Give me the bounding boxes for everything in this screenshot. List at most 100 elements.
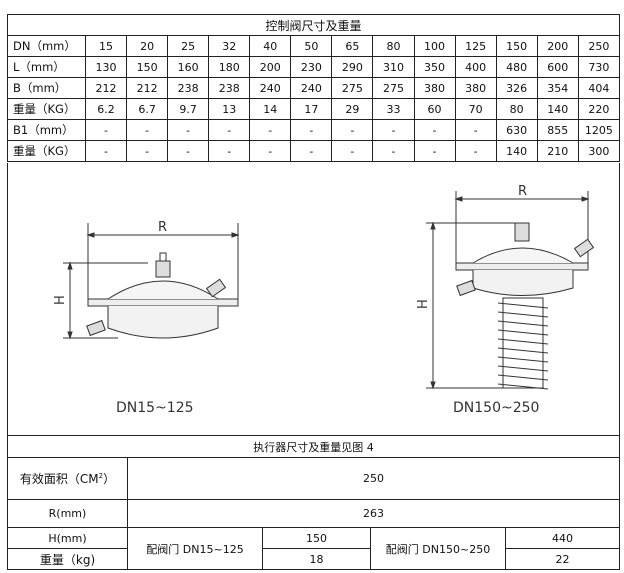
valve-dn15-125-drawing: [63, 223, 240, 340]
spring-coil: [497, 311, 549, 318]
table-cell: 210: [536, 140, 579, 162]
table-cell: 180: [208, 56, 251, 78]
row-label: 重量（KG）: [7, 98, 86, 120]
caption-left: DN15~125: [116, 400, 194, 416]
spring-coil: [497, 347, 549, 354]
valve-drawings: R H R H DN15~125 DN150~250: [7, 163, 620, 435]
table-cell: -: [126, 140, 169, 162]
r-label: R(mm): [7, 499, 128, 528]
table-cell: 250: [577, 35, 621, 57]
table-cell: 140: [536, 98, 579, 120]
table-cell: 380: [454, 77, 497, 99]
table-cell: 15: [84, 35, 128, 57]
table-cell: 17: [290, 98, 333, 120]
spring-coil: [497, 329, 549, 336]
table-cell: 212: [84, 77, 128, 99]
table-cell: -: [290, 119, 333, 141]
table-cell: 350: [413, 56, 456, 78]
spring-coil: [497, 383, 549, 390]
valve-table-title: 控制阀尺寸及重量: [7, 14, 620, 36]
table-cell: 200: [249, 56, 292, 78]
table-cell: 80: [372, 35, 415, 57]
group1-w: 18: [262, 548, 371, 570]
table-cell: 80: [495, 98, 538, 120]
dim-h-right: H: [416, 299, 431, 309]
row-label: L（mm）: [7, 56, 86, 78]
table-cell: -: [208, 119, 251, 141]
table-cell: -: [167, 140, 210, 162]
table-cell: 238: [167, 77, 210, 99]
weight-label: 重量（kg): [7, 548, 128, 570]
table-cell: 160: [167, 56, 210, 78]
table-cell: -: [84, 140, 128, 162]
table-cell: -: [208, 140, 251, 162]
table-cell: 50: [290, 35, 333, 57]
table-cell: 65: [331, 35, 374, 57]
spring-coil: [497, 320, 549, 327]
table-cell: -: [413, 140, 456, 162]
table-cell: 326: [495, 77, 538, 99]
h-label: H(mm): [7, 527, 128, 549]
table-cell: 100: [413, 35, 456, 57]
row-label: B1（mm）: [7, 119, 86, 141]
table-cell: 240: [290, 77, 333, 99]
table-cell: 25: [167, 35, 210, 57]
table-cell: 130: [84, 56, 128, 78]
table-cell: 238: [208, 77, 251, 99]
group2-h: 440: [505, 527, 620, 549]
table-cell: 14: [249, 98, 292, 120]
row-label: DN（mm）: [7, 35, 86, 57]
table-cell: 400: [454, 56, 497, 78]
actuator-table-title: 执行器尺寸及重量见图 4: [7, 435, 620, 458]
caption-right: DN150~250: [453, 400, 540, 416]
r-value: 263: [127, 499, 620, 528]
table-cell: 855: [536, 119, 579, 141]
table-cell: 240: [249, 77, 292, 99]
table-cell: -: [454, 119, 497, 141]
table-cell: 630: [495, 119, 538, 141]
table-cell: 29: [331, 98, 374, 120]
dim-r-right: R: [518, 184, 527, 199]
table-cell: 480: [495, 56, 538, 78]
table-cell: -: [372, 140, 415, 162]
table-cell: 33: [372, 98, 415, 120]
table-cell: 6.7: [126, 98, 169, 120]
spring-coil: [497, 374, 549, 381]
table-cell: -: [126, 119, 169, 141]
table-cell: 32: [208, 35, 251, 57]
table-cell: 290: [331, 56, 374, 78]
spring-coil: [497, 302, 549, 309]
table-cell: -: [413, 119, 456, 141]
table-cell: 380: [413, 77, 456, 99]
table-cell: 200: [536, 35, 579, 57]
table-cell: 140: [495, 140, 538, 162]
group1-label: 配阀门 DN15~125: [127, 527, 263, 570]
table-cell: -: [372, 119, 415, 141]
dim-h-left: H: [53, 295, 68, 305]
actuator-table: 执行器尺寸及重量见图 4 有效面积（CM2）250 R(mm)263 H(mm)…: [7, 435, 620, 570]
table-cell: 9.7: [167, 98, 210, 120]
table-cell: 275: [372, 77, 415, 99]
table-cell: -: [290, 140, 333, 162]
table-cell: 230: [290, 56, 333, 78]
table-cell: -: [331, 140, 374, 162]
table-cell: 220: [577, 98, 621, 120]
group2-label: 配阀门 DN150~250: [370, 527, 506, 570]
spring-coil: [497, 365, 549, 372]
table-cell: 404: [577, 77, 621, 99]
valve-drawing-svg: R H R H: [53, 184, 595, 390]
group1-h: 150: [262, 527, 371, 549]
table-cell: -: [454, 140, 497, 162]
table-cell: 275: [331, 77, 374, 99]
table-cell: 6.2: [84, 98, 128, 120]
table-cell: -: [249, 140, 292, 162]
table-cell: 212: [126, 77, 169, 99]
table-cell: -: [331, 119, 374, 141]
dim-r-left: R: [158, 220, 167, 235]
